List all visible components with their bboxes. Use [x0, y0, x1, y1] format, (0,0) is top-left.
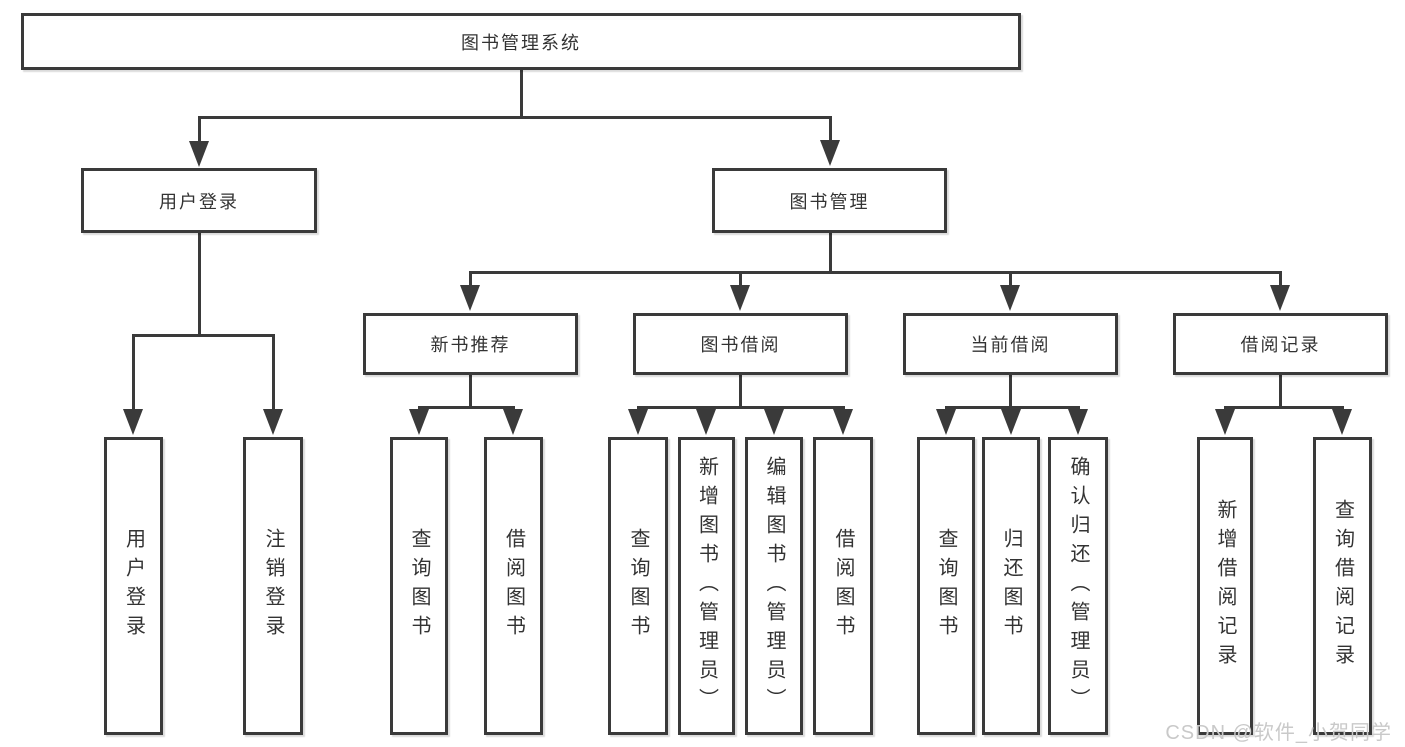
leaf-label: 查询图书	[627, 528, 649, 644]
node-label: 图书管理	[789, 191, 870, 212]
connector-hline	[418, 406, 515, 409]
connector-vline	[739, 375, 742, 409]
node-label: 新书推荐	[430, 335, 511, 355]
node-label: 图书管理系统	[461, 32, 581, 53]
connector-hline	[637, 406, 845, 409]
connector-vline	[829, 233, 832, 274]
arrow-down-icon	[1068, 409, 1088, 435]
leaf-borrow-books-borrowing: 借阅图书	[813, 437, 873, 735]
arrow-down-icon	[189, 141, 209, 167]
connector-vline	[198, 117, 201, 145]
connector-hline	[132, 334, 275, 337]
node-label: 借阅记录	[1240, 335, 1321, 355]
connector-vline	[469, 375, 472, 409]
leaf-return-books: 归还图书	[982, 437, 1040, 735]
connector-vline	[1009, 375, 1012, 409]
connector-vline	[829, 117, 832, 144]
arrow-down-icon	[123, 409, 143, 435]
leaf-label: 新增图书（管理员）	[695, 455, 718, 717]
arrow-down-icon	[936, 409, 956, 435]
leaf-query-borrow-record: 查询借阅记录	[1313, 437, 1372, 735]
node-new-book-recommendation: 新书推荐	[363, 313, 578, 375]
leaf-confirm-return-admin: 确认归还（管理员）	[1048, 437, 1108, 735]
csdn-watermark: CSDN @软件_小贺同学	[1165, 722, 1392, 744]
leaf-label: 查询图书	[935, 528, 957, 644]
connector-vline	[739, 272, 742, 291]
leaf-query-books-newbooks: 查询图书	[390, 437, 448, 735]
leaf-logout-login: 注销登录	[243, 437, 303, 735]
leaf-add-books-admin: 新增图书（管理员）	[678, 437, 735, 735]
node-library-management-system: 图书管理系统	[21, 13, 1021, 70]
connector-vline	[1279, 375, 1282, 409]
connector-vline	[520, 70, 523, 118]
leaf-query-books-current: 查询图书	[917, 437, 975, 735]
node-label: 当前借阅	[970, 335, 1051, 355]
connector-vline	[272, 335, 275, 415]
leaf-label: 确认归还（管理员）	[1067, 455, 1089, 717]
leaf-label: 归还图书	[1000, 528, 1022, 644]
node-current-borrowing: 当前借阅	[903, 313, 1118, 375]
arrow-down-icon	[820, 140, 840, 166]
arrow-down-icon	[1000, 285, 1020, 311]
leaf-add-borrow-record: 新增借阅记录	[1197, 437, 1253, 735]
node-label: 用户登录	[159, 191, 239, 212]
leaf-query-books-borrowing: 查询图书	[608, 437, 668, 735]
connector-hline	[1224, 406, 1344, 409]
arrow-down-icon	[696, 409, 716, 435]
leaf-label: 查询图书	[408, 528, 430, 644]
leaf-label: 用户登录	[122, 528, 145, 644]
leaf-borrow-books-newbooks: 借阅图书	[484, 437, 543, 735]
leaf-label: 借阅图书	[502, 528, 525, 644]
connector-vline	[1279, 272, 1282, 291]
arrow-down-icon	[460, 285, 480, 311]
arrow-down-icon	[730, 285, 750, 311]
arrow-down-icon	[1215, 409, 1235, 435]
node-user-login: 用户登录	[81, 168, 317, 233]
connector-vline	[469, 272, 472, 291]
arrow-down-icon	[1270, 285, 1290, 311]
arrow-down-icon	[1001, 409, 1021, 435]
connector-hline	[469, 271, 1282, 274]
connector-hline	[198, 116, 832, 119]
leaf-label: 借阅图书	[832, 528, 854, 644]
connector-hline	[945, 406, 1080, 409]
arrow-down-icon	[764, 409, 784, 435]
arrow-down-icon	[628, 409, 648, 435]
node-book-management: 图书管理	[712, 168, 947, 233]
leaf-label: 编辑图书（管理员）	[763, 455, 785, 717]
arrow-down-icon	[833, 409, 853, 435]
connector-vline	[1009, 272, 1012, 291]
connector-vline	[132, 335, 135, 415]
leaf-label: 新增借阅记录	[1214, 499, 1236, 673]
connector-vline	[198, 232, 201, 337]
leaf-edit-books-admin: 编辑图书（管理员）	[745, 437, 803, 735]
leaf-user-login: 用户登录	[104, 437, 163, 735]
node-label: 图书借阅	[700, 335, 781, 355]
arrow-down-icon	[409, 409, 429, 435]
arrow-down-icon	[503, 409, 523, 435]
arrow-down-icon	[263, 409, 283, 435]
leaf-label: 查询借阅记录	[1331, 499, 1354, 673]
leaf-label: 注销登录	[262, 528, 284, 644]
node-book-borrowing: 图书借阅	[633, 313, 848, 375]
arrow-down-icon	[1332, 409, 1352, 435]
node-borrowing-records: 借阅记录	[1173, 313, 1388, 375]
